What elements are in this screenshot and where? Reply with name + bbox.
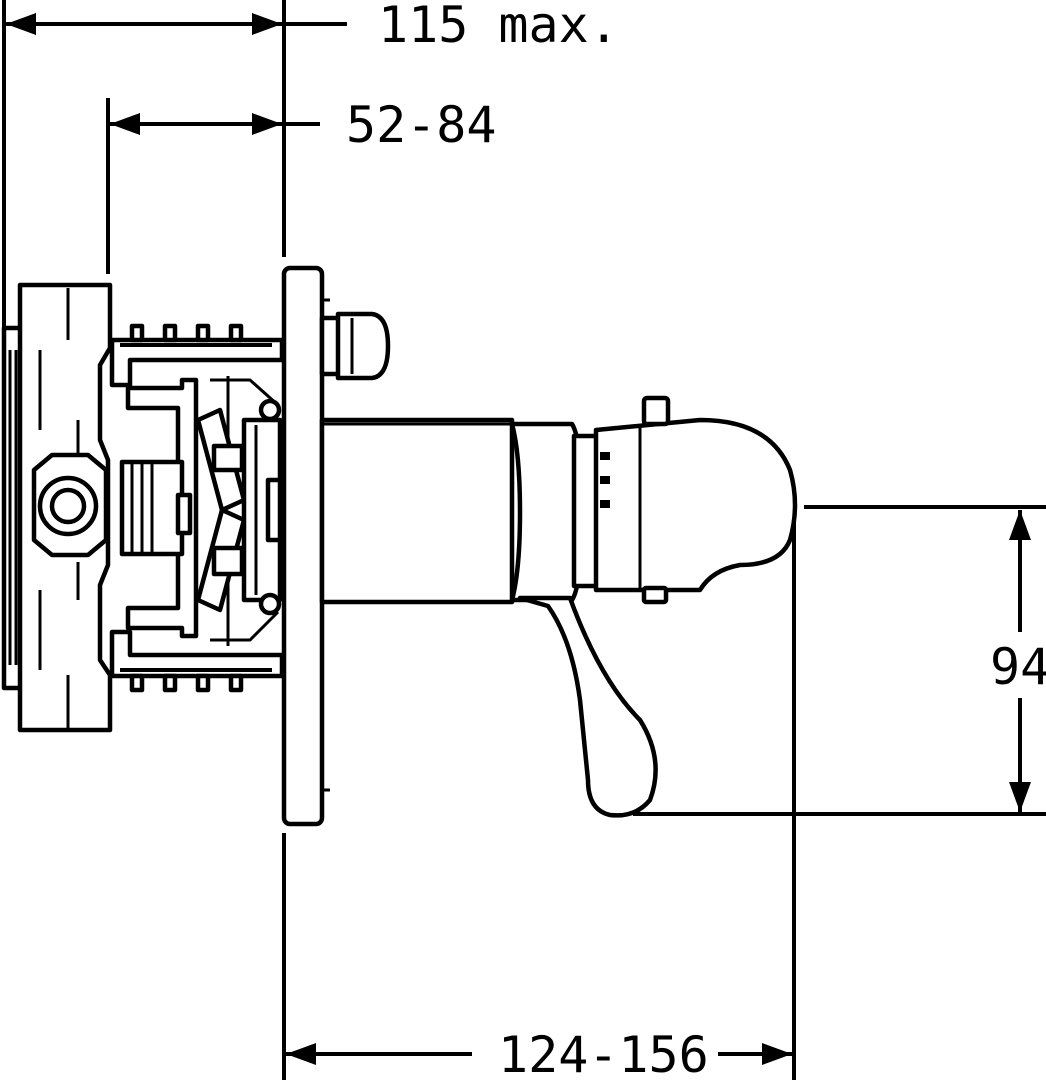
arrow-left-icon (6, 13, 36, 35)
diverter-knob (319, 311, 391, 381)
dimension-projection: 124-156 (282, 503, 796, 1080)
head-shell (593, 417, 798, 593)
dimension-overall-depth: 115 max. (2, 0, 619, 332)
screw-lower (258, 592, 282, 616)
mixer-body (319, 417, 585, 605)
handle-blade (517, 595, 658, 818)
arrow-down-icon (1009, 782, 1031, 812)
inner-housing (125, 377, 199, 639)
dimension-wall-depth: 52-84 (106, 96, 497, 274)
scale-marks (600, 452, 610, 508)
bore-inner (49, 487, 87, 525)
cartridge (109, 323, 285, 693)
thread-teeth-top (129, 323, 244, 343)
lever-hub (509, 421, 585, 603)
arrow-right-icon (252, 13, 282, 35)
dimension-label-height: 94 (990, 638, 1046, 696)
screw-upper (258, 398, 282, 422)
thermostatic-head (571, 395, 798, 605)
arrow-left-icon (286, 1043, 316, 1065)
arrow-left-icon (110, 113, 140, 135)
top-button (641, 395, 671, 427)
wall-plate (281, 265, 325, 827)
dimension-label-projection: 124-156 (498, 1026, 709, 1080)
dimension-label-overall-depth: 115 max. (378, 0, 619, 54)
dimension-label-wall-depth: 52-84 (346, 96, 497, 154)
bottom-pin (641, 585, 669, 605)
dimension-height: 94 (633, 505, 1046, 816)
arrow-right-icon (762, 1043, 792, 1065)
thread-teeth-bottom (129, 673, 244, 693)
valve-body (1, 282, 113, 733)
body-cylinder (319, 417, 515, 605)
arrow-up-icon (1009, 510, 1031, 540)
arrow-right-icon (252, 113, 282, 135)
knob-cap (335, 311, 391, 381)
lever-handle (517, 595, 658, 818)
